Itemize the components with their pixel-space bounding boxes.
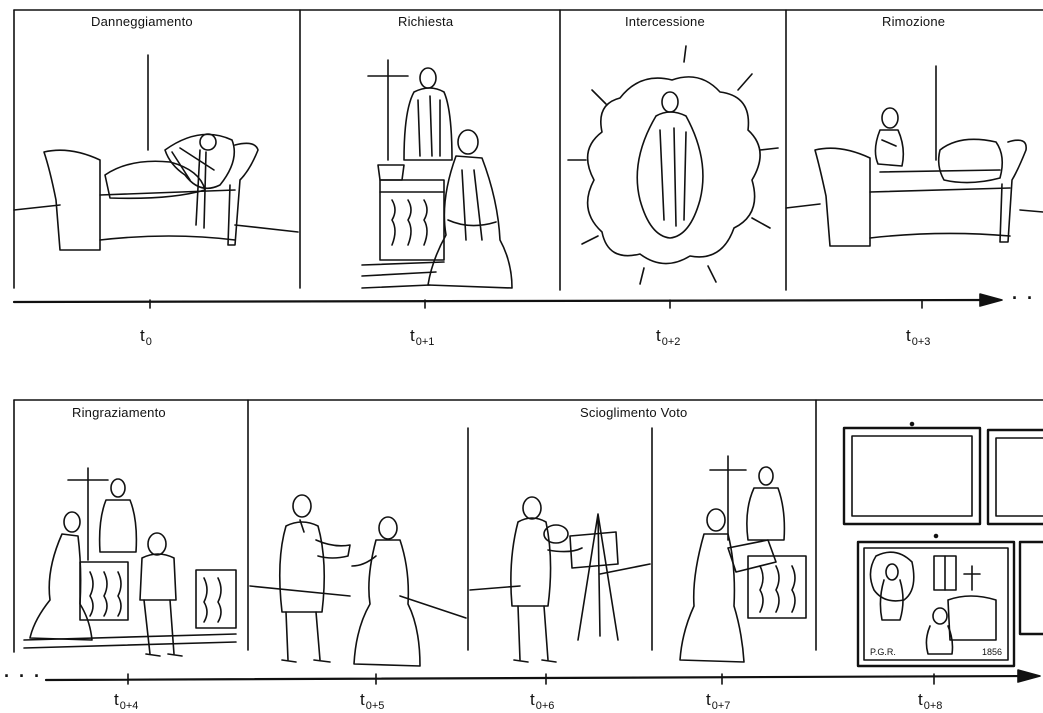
row1-frames bbox=[14, 10, 1043, 290]
tick-label-t0-3: t0+3 bbox=[906, 326, 930, 348]
panel-title-intercessione: Intercessione bbox=[625, 14, 705, 29]
tick-base: t bbox=[140, 326, 145, 345]
tick-sub: 0+4 bbox=[120, 700, 139, 712]
tick-sub: 0+7 bbox=[712, 700, 731, 712]
tick-base: t bbox=[114, 690, 119, 709]
tick-sub: 0+2 bbox=[662, 336, 681, 348]
tick-base: t bbox=[360, 690, 365, 709]
tick-base: t bbox=[918, 690, 923, 709]
tick-label-t0-5: t0+5 bbox=[360, 690, 384, 712]
panel-title-danneggiamento: Danneggiamento bbox=[91, 14, 193, 29]
scene-prayer-altar bbox=[362, 60, 512, 288]
scene-commission bbox=[250, 495, 466, 666]
tick-label-t0-8: t0+8 bbox=[918, 690, 942, 712]
tick-sub: 0+3 bbox=[912, 336, 931, 348]
row2-leading-dots: · · · bbox=[4, 666, 42, 687]
scene-offering-exvoto bbox=[680, 456, 806, 662]
scene-recovered-bed bbox=[786, 66, 1043, 246]
votive-year: 1856 bbox=[982, 647, 1002, 657]
scene-sick-bed bbox=[14, 55, 298, 250]
scene-intercession bbox=[568, 46, 778, 284]
tick-sub: 0 bbox=[146, 336, 152, 348]
tick-base: t bbox=[656, 326, 661, 345]
tick-sub: 0+8 bbox=[924, 700, 943, 712]
tick-base: t bbox=[530, 690, 535, 709]
tick-label-t0-4: t0+4 bbox=[114, 690, 138, 712]
panel-title-ringraziamento: Ringraziamento bbox=[72, 405, 166, 420]
tick-sub: 0+6 bbox=[536, 700, 555, 712]
row1-continuation-dots: · · bbox=[1012, 288, 1035, 309]
tick-base: t bbox=[706, 690, 711, 709]
scene-votive-wall bbox=[844, 423, 1043, 667]
panel-title-scioglimento-voto: Scioglimento Voto bbox=[580, 405, 687, 420]
tick-base: t bbox=[410, 326, 415, 345]
tick-base: t bbox=[906, 326, 911, 345]
tick-label-t0: t0 bbox=[140, 326, 152, 348]
panel-title-rimozione: Rimozione bbox=[882, 14, 945, 29]
votive-inscription: P.G.R. bbox=[870, 647, 896, 657]
tick-label-t0-7: t0+7 bbox=[706, 690, 730, 712]
tick-sub: 0+1 bbox=[416, 336, 435, 348]
tick-sub: 0+5 bbox=[366, 700, 385, 712]
row2-timeline-arrow bbox=[46, 670, 1040, 684]
tick-label-t0-2: t0+2 bbox=[656, 326, 680, 348]
tick-label-t0-1: t0+1 bbox=[410, 326, 434, 348]
row1-timeline-arrow bbox=[14, 294, 1002, 308]
tick-label-t0-6: t0+6 bbox=[530, 690, 554, 712]
scene-thanksgiving bbox=[24, 468, 236, 656]
panel-title-richiesta: Richiesta bbox=[398, 14, 453, 29]
scene-painter-easel bbox=[470, 497, 650, 662]
row2-frames bbox=[14, 400, 1043, 652]
